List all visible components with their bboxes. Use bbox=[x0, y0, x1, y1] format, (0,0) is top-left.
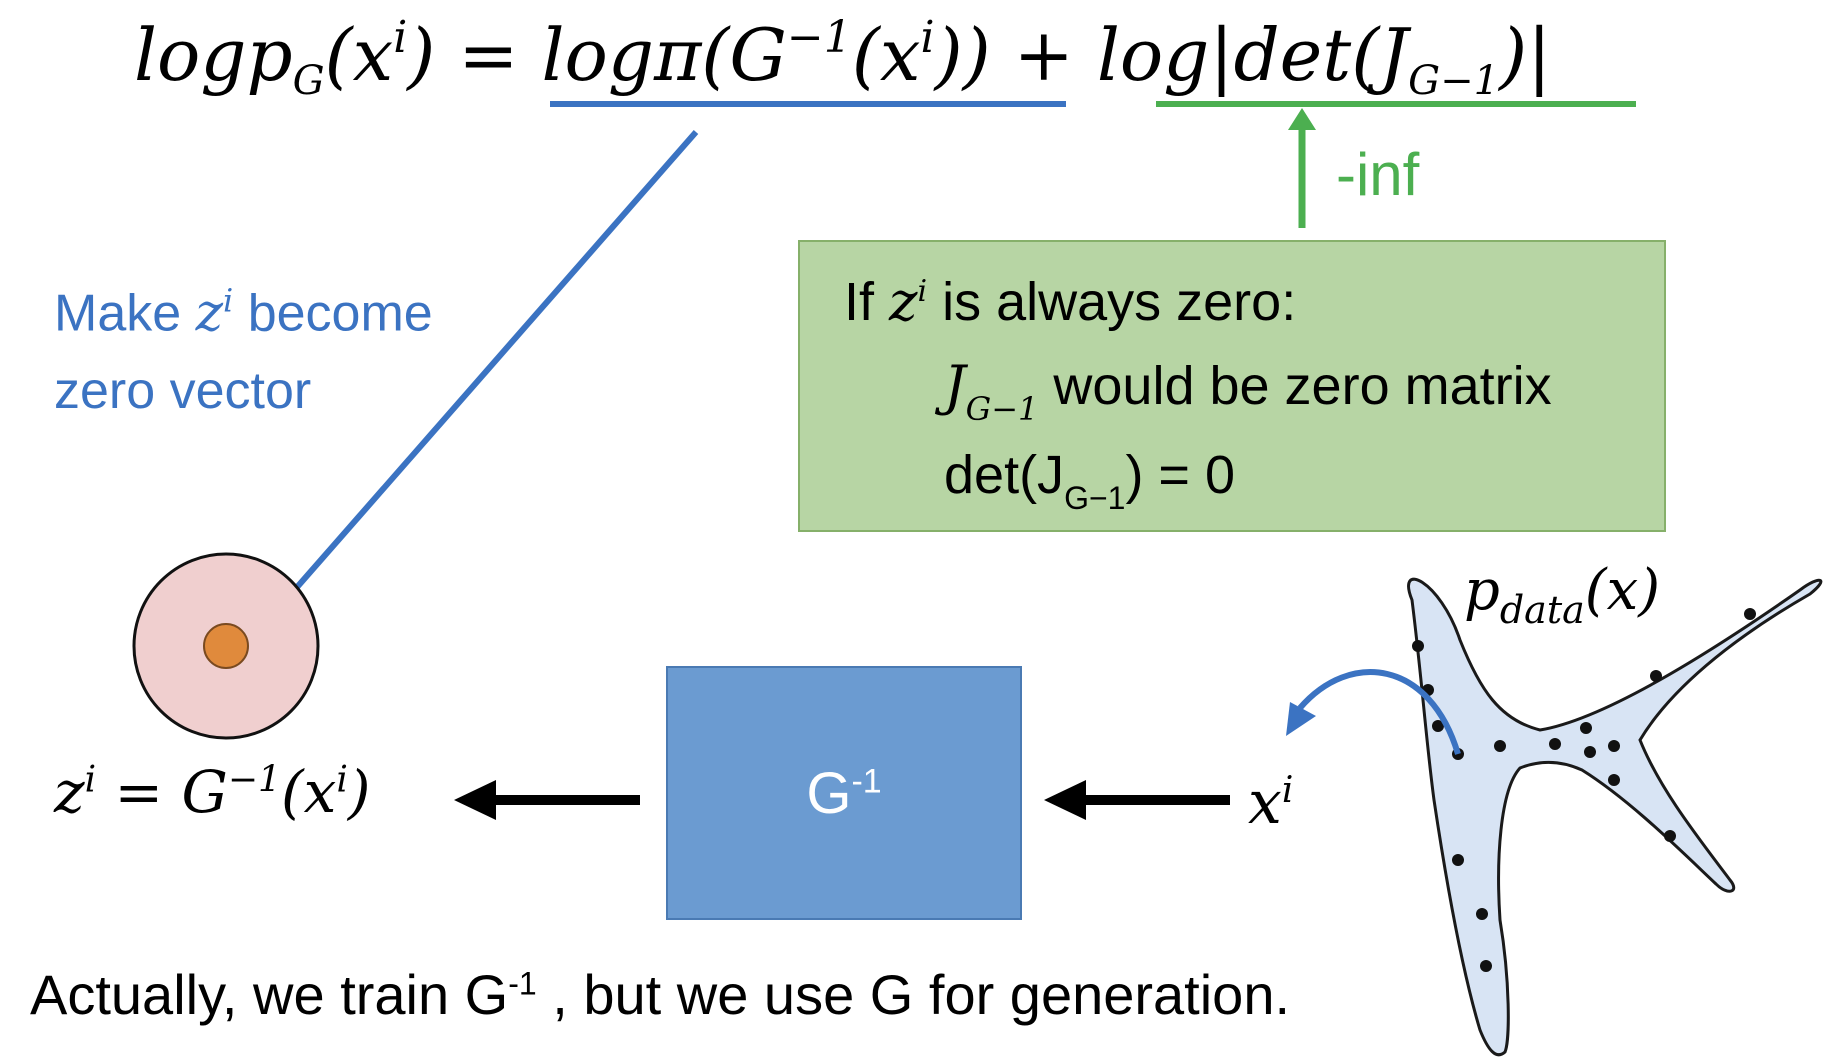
zero-vector-dot bbox=[203, 623, 249, 669]
x-sample-label: xi bbox=[1248, 768, 1294, 838]
make-z: zi bbox=[195, 282, 234, 344]
term1-inv: −1 bbox=[786, 12, 852, 63]
make-pre: Make bbox=[54, 284, 196, 343]
sample-curve-arrow bbox=[1286, 669, 1461, 755]
log-likelihood-formula: logpG(xi) = logπ(G−1(xi)) + log|det(JG−1… bbox=[134, 13, 1552, 104]
z-equation: zi = G−1(xi) bbox=[54, 758, 371, 826]
make-zero-vector-text: Make zi become zero vector bbox=[54, 262, 433, 430]
term2-sub: G−1 bbox=[1408, 58, 1500, 104]
note-line3: det(JG−1) = 0 bbox=[944, 445, 1235, 516]
pdata-label: pdata(x) bbox=[1464, 558, 1661, 632]
make-text-line1: Make zi become bbox=[54, 262, 433, 352]
term1-log: logπ bbox=[541, 13, 702, 97]
bottom-caption: Actually, we train G-1 , but we use G fo… bbox=[30, 963, 1291, 1026]
lhs-log: logp bbox=[134, 13, 293, 97]
lhs-sup: i bbox=[393, 12, 408, 63]
arrow-x-to-g bbox=[1044, 780, 1230, 820]
make-text-line2: zero vector bbox=[54, 362, 312, 421]
term1-inner-open: ( bbox=[851, 13, 880, 97]
g-inverse-block: G-1 bbox=[666, 666, 1022, 920]
term2-log: log|det(J bbox=[1096, 13, 1409, 97]
neg-inf-label: -inf bbox=[1336, 141, 1420, 208]
lhs-sub: G bbox=[292, 58, 325, 104]
zero-jacobian-note: If zi is always zero: JG−1 would be zero… bbox=[798, 240, 1666, 532]
lhs-open: ( bbox=[324, 13, 353, 97]
term1-sup: i bbox=[920, 12, 935, 63]
term1-x: x bbox=[879, 13, 921, 97]
term1-open: ( bbox=[701, 13, 730, 97]
formula-plus: + bbox=[990, 13, 1097, 97]
lhs-x: x bbox=[352, 13, 394, 97]
data-distribution-shape bbox=[1407, 577, 1823, 1057]
term1-g: G bbox=[729, 13, 787, 97]
lhs-close: ) bbox=[407, 13, 436, 97]
formula-eq: = bbox=[435, 13, 542, 97]
make-post: become bbox=[233, 284, 433, 343]
note-line2: JG−1 would be zero matrix bbox=[944, 354, 1552, 428]
term2-close: )| bbox=[1499, 13, 1552, 97]
g-inverse-label: G-1 bbox=[806, 760, 882, 826]
note-line1: If zi is always zero: bbox=[844, 270, 1297, 333]
arrow-g-to-z bbox=[454, 780, 640, 820]
term1-close: )) bbox=[934, 13, 991, 97]
inf-arrow bbox=[1288, 108, 1316, 228]
